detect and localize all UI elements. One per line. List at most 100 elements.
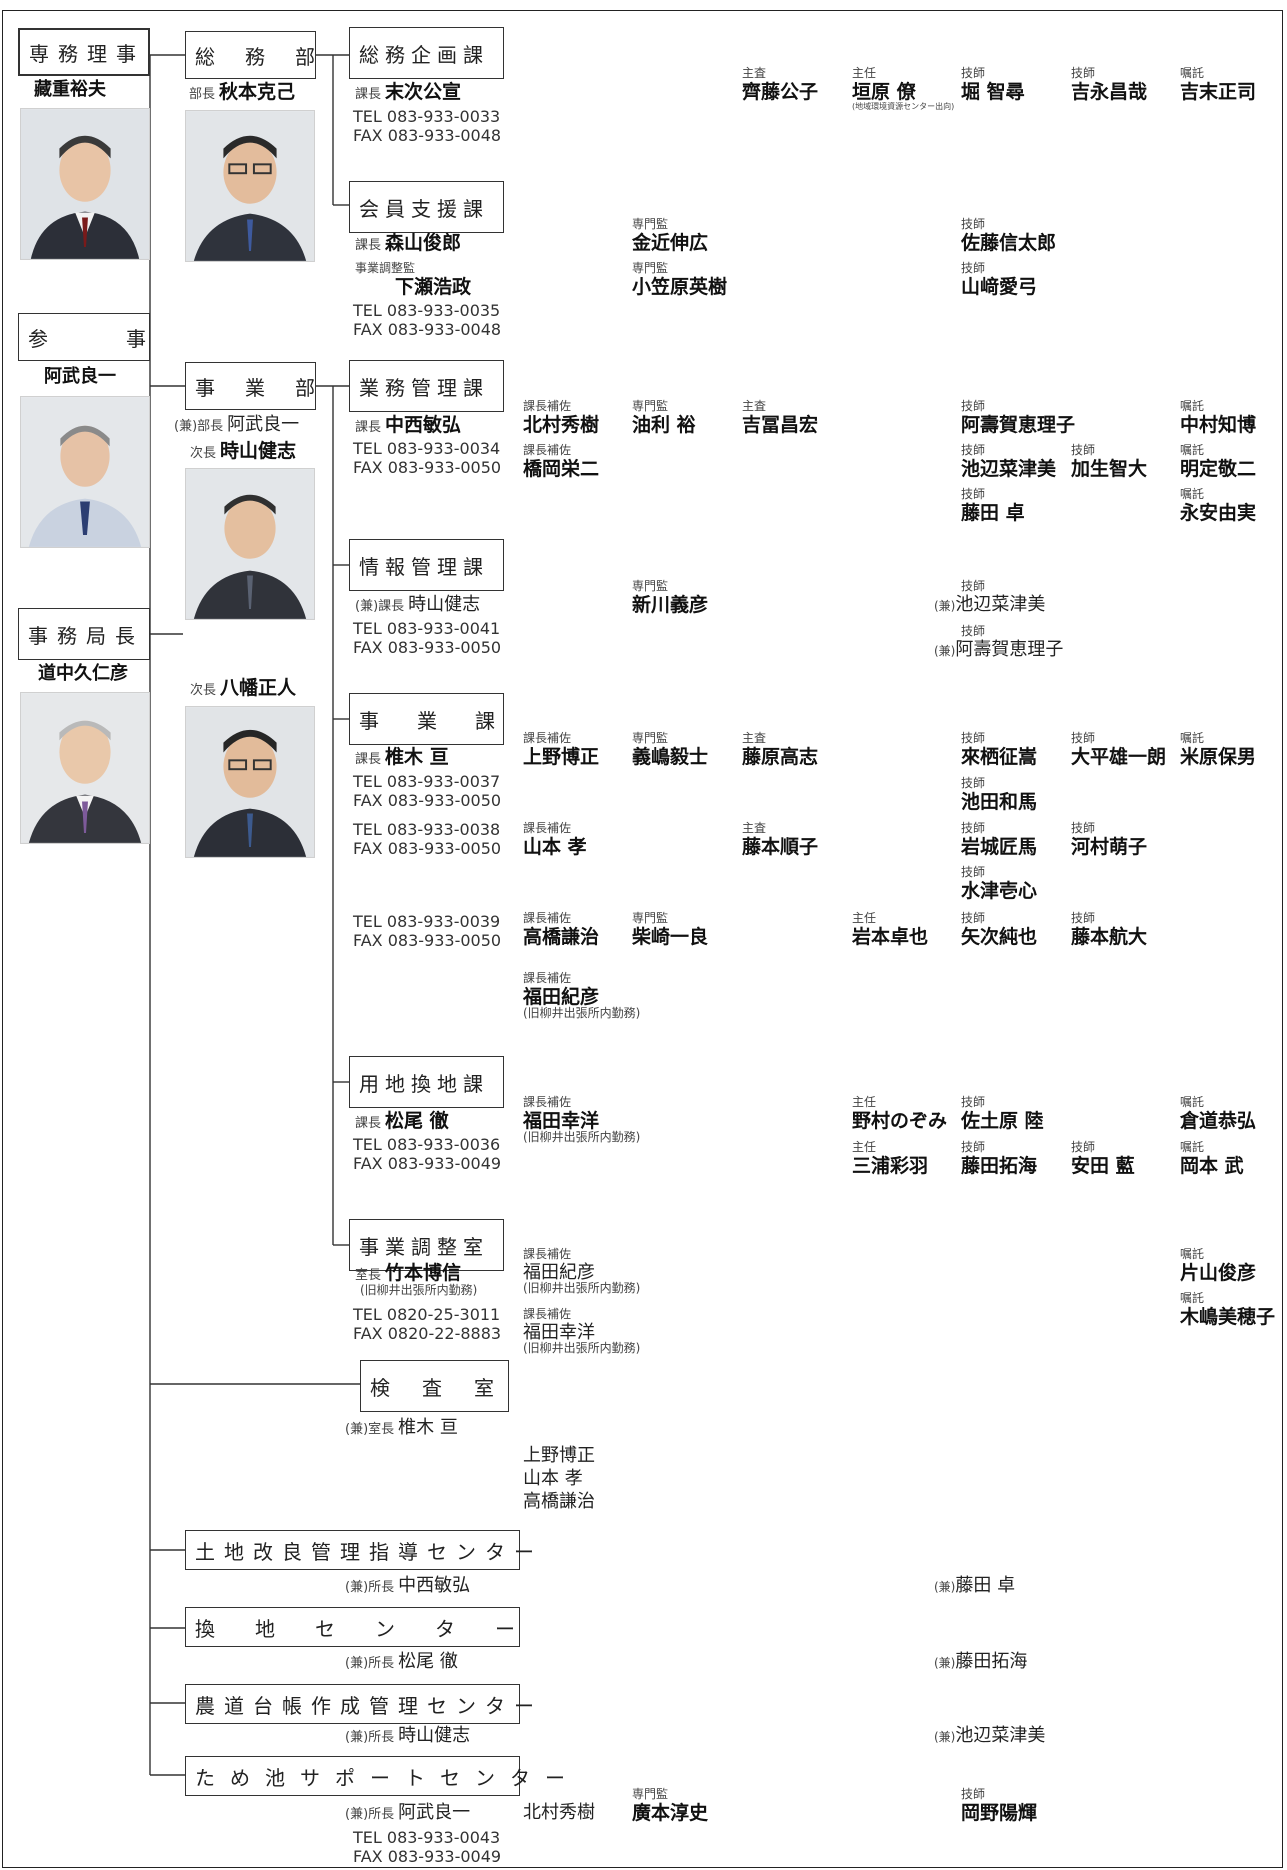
johokanri-gishi1-name: 池辺菜津美 xyxy=(955,594,1046,615)
yochikanchi-chief-label: 課長 xyxy=(355,1116,382,1131)
kaiinshien-fax: FAX 083-933-0048 xyxy=(353,320,502,339)
gyomukanri-hosa2-name: 橋岡栄二 xyxy=(523,458,600,480)
jigyoka-shusa2-name: 藤本順子 xyxy=(742,836,819,858)
jigyoka-hosa3-label: 課長補佐 xyxy=(523,911,572,925)
somukikaku-shunin-label: 主任 xyxy=(852,66,877,80)
gyomukanri-tel: TEL 083-933-0034 xyxy=(353,439,501,458)
tochikairyo-member-name: 藤田 卓 xyxy=(955,1575,1016,1596)
senmu-riji-box: 専務理事 xyxy=(18,28,150,76)
kanchi-member: (兼)藤田拓海 xyxy=(934,1652,1027,1672)
kanchi-head-label: (兼)所長 xyxy=(345,1656,395,1671)
kaiinshien-senmon1-label: 専門監 xyxy=(632,217,669,231)
gyomukanri-hosa2-label: 課長補佐 xyxy=(523,443,572,457)
gyomukanri-senmon-name: 油利 裕 xyxy=(632,414,696,436)
somukikaku-gishi1-label: 技師 xyxy=(961,66,986,80)
jigyo-deputy1: 次長時山健志 xyxy=(190,441,296,462)
jigyoka-gishi8-name: 藤本航大 xyxy=(1071,926,1148,948)
jigyoka-gishi3-label: 技師 xyxy=(961,776,986,790)
somu-head-label: 部長 xyxy=(189,87,216,102)
jimukyokucho-box: 事務局長 xyxy=(18,608,150,660)
kaiinshien-box: 会員支援課 xyxy=(349,181,504,233)
somukikaku-chief-name: 末次公宣 xyxy=(385,81,462,103)
tameike-senmon-label: 専門監 xyxy=(632,1787,669,1801)
gyomukanri-shokutaku3-label: 嘱託 xyxy=(1180,487,1205,501)
yochikanchi-shunin2-name: 三浦彩羽 xyxy=(852,1155,929,1177)
somukikaku-fax: FAX 083-933-0048 xyxy=(353,126,502,145)
nodo-box: 農道台帳作成管理センター xyxy=(185,1684,534,1724)
nodo-head: (兼)所長時山健志 xyxy=(345,1726,470,1746)
tochikairyo-box: 土地改良管理指導センター xyxy=(185,1530,534,1570)
yochikanchi-hosa-name: 福田幸洋 xyxy=(523,1110,600,1132)
johokanri-gishi2: (兼)阿壽賀恵理子 xyxy=(934,640,1063,660)
jigyoka-hosa4-note: (旧柳井出張所内勤務) xyxy=(523,1006,641,1020)
somukikaku-gishi1-name: 堀 智尋 xyxy=(961,81,1025,103)
jigyoka-chief-label: 課長 xyxy=(355,752,382,767)
yochikanchi-gishi2-name: 藤田拓海 xyxy=(961,1155,1038,1177)
jigyoka-tel1: TEL 083-933-0037 xyxy=(353,772,501,791)
jigyoka-gishi7-label: 技師 xyxy=(961,911,986,925)
yochikanchi-fax: FAX 083-933-0049 xyxy=(353,1154,502,1173)
johokanri-fax: FAX 083-933-0050 xyxy=(353,638,502,657)
johokanri-gishi1: (兼)池辺菜津美 xyxy=(934,595,1045,615)
somu-dept-title: 総務部 xyxy=(195,44,345,69)
gyomukanri-hosa1-label: 課長補佐 xyxy=(523,399,572,413)
yochikanchi-hosa-note: (旧柳井出張所内勤務) xyxy=(523,1130,641,1144)
gyomukanri-gishi3-name: 加生智大 xyxy=(1071,458,1148,480)
jigyoka-gishi2-name: 大平雄一朗 xyxy=(1071,746,1167,768)
gyomukanri-shokutaku1-label: 嘱託 xyxy=(1180,399,1205,413)
gyomukanri-shokutaku2-label: 嘱託 xyxy=(1180,443,1205,457)
tameike-senmon-name: 廣本淳史 xyxy=(632,1802,709,1824)
jigyochosei-shokutaku1-label: 嘱託 xyxy=(1180,1247,1205,1261)
gyomukanri-gishi3-label: 技師 xyxy=(1071,443,1096,457)
yochikanchi-shokutaku2-name: 岡本 武 xyxy=(1180,1155,1244,1177)
sanji-name: 阿武良一 xyxy=(44,366,116,387)
jigyoka-hosa2-name: 山本 孝 xyxy=(523,836,587,858)
jigyochosei-chief: 室長竹本博信 xyxy=(355,1263,461,1284)
kaiinshien-senmon1-name: 金近伸広 xyxy=(632,232,709,254)
kaiinshien-gishi2-name: 山﨑愛弓 xyxy=(961,276,1038,298)
jigyo-deputy2-name: 八幡正人 xyxy=(220,677,297,699)
gyomukanri-chief: 課長中西敏弘 xyxy=(355,415,461,436)
somukikaku-shusa-label: 主査 xyxy=(742,66,767,80)
jigyo-head-label: (兼)部長 xyxy=(174,419,224,434)
johokanri-chief-label: (兼)課長 xyxy=(355,599,405,614)
johokanri-gishi1-prefix: (兼) xyxy=(934,599,956,613)
kensa-chief-name: 椎木 亘 xyxy=(398,1417,458,1438)
jigyoka-title: 事業課 xyxy=(359,708,533,733)
jigyochosei-chief-label: 室長 xyxy=(355,1268,382,1283)
jimukyokucho-photo xyxy=(20,692,150,844)
kanchi-member-name: 藤田拓海 xyxy=(955,1651,1028,1672)
jigyo-head: (兼)部長阿武良一 xyxy=(174,415,299,435)
jigyoka-gishi3-name: 池田和馬 xyxy=(961,791,1038,813)
tochikairyo-member-prefix: (兼) xyxy=(934,1580,956,1594)
somukikaku-gishi2-label: 技師 xyxy=(1071,66,1096,80)
yochikanchi-shokutaku2-label: 嘱託 xyxy=(1180,1140,1205,1154)
jigyo-dept-title: 事業部 xyxy=(195,375,345,400)
jigyoka-shusa2-label: 主査 xyxy=(742,821,767,835)
yochikanchi-shokutaku1-label: 嘱託 xyxy=(1180,1095,1205,1109)
yochikanchi-box: 用地換地課 xyxy=(349,1056,504,1108)
jigyo-dept-box: 事業部 xyxy=(185,362,316,410)
nodo-title: 農道台帳作成管理センター xyxy=(195,1693,543,1718)
yochikanchi-shokutaku1-name: 倉道恭弘 xyxy=(1180,1110,1257,1132)
tameike-gishi-name: 岡野陽輝 xyxy=(961,1802,1038,1824)
kanchi-head-name: 松尾 徹 xyxy=(398,1651,458,1672)
yochikanchi-gishi1-label: 技師 xyxy=(961,1095,986,1109)
kensa-chief-label: (兼)室長 xyxy=(345,1422,395,1437)
jigyoka-gishi7-name: 矢次純也 xyxy=(961,926,1038,948)
senmu-riji-photo xyxy=(20,108,150,260)
jigyoka-shunin-name: 岩本卓也 xyxy=(852,926,929,948)
somukikaku-shunin-name: 垣原 僚 xyxy=(852,81,916,103)
kanchi-head: (兼)所長松尾 徹 xyxy=(345,1652,458,1672)
jigyoka-senmon1-name: 義嶋毅士 xyxy=(632,746,709,768)
nodo-member: (兼)池辺菜津美 xyxy=(934,1726,1045,1746)
tochikairyo-head: (兼)所長中西敏弘 xyxy=(345,1576,470,1596)
nodo-head-label: (兼)所長 xyxy=(345,1730,395,1745)
jigyochosei-shokutaku2-name: 木嶋美穂子 xyxy=(1180,1306,1276,1328)
jigyo-deputy2: 次長八幡正人 xyxy=(190,678,296,699)
jigyoka-gishi4-name: 岩城匠馬 xyxy=(961,836,1038,858)
jigyoka-shokutaku-label: 嘱託 xyxy=(1180,731,1205,745)
jigyoka-gishi4-label: 技師 xyxy=(961,821,986,835)
gyomukanri-chief-name: 中西敏弘 xyxy=(385,414,462,436)
gyomukanri-gishi1-name: 阿壽賀恵理子 xyxy=(961,414,1076,436)
